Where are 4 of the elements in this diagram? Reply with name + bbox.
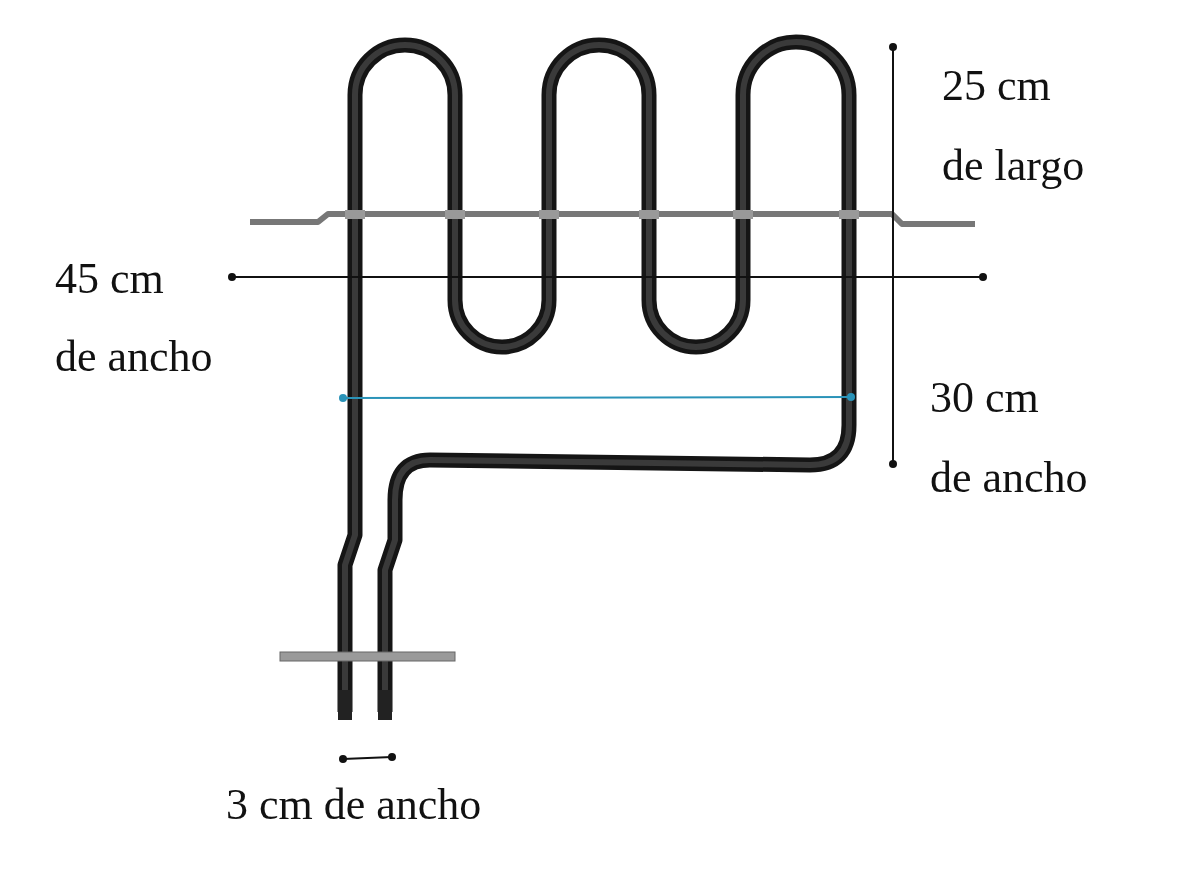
dimension-label: 45 cm de ancho [55,253,213,383]
dimension-label: 25 cm de largo [942,60,1085,192]
dimension-label: 3 cm de ancho [226,780,482,830]
dimension-label: 30 cm de ancho [930,372,1088,504]
